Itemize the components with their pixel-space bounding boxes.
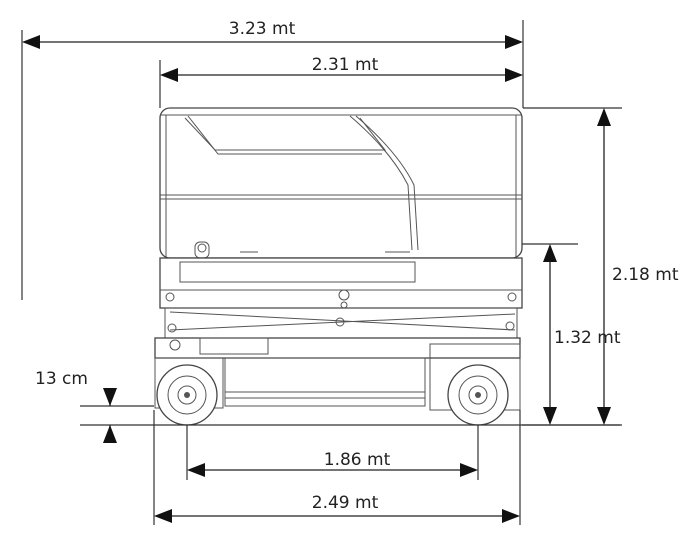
label-height-max: 2.18 mt bbox=[612, 265, 679, 285]
platform-deck bbox=[159, 257, 523, 309]
dimension-chassis-length: 2.49 mt bbox=[154, 493, 520, 523]
label-chassis-length: 2.49 mt bbox=[312, 493, 379, 513]
scissor-lift-drawing bbox=[80, 107, 620, 426]
label-ground-clearance: 13 cm bbox=[35, 369, 88, 389]
dimension-wheelbase: 1.86 mt bbox=[187, 450, 478, 477]
dimension-height-max: 2.18 mt bbox=[597, 108, 679, 425]
scissor-arms bbox=[164, 307, 518, 339]
front-wheel bbox=[156, 364, 218, 426]
dimension-lines: 3.23 mt 2.31 mt 2.18 mt 1.32 mt bbox=[21, 19, 679, 525]
chassis bbox=[154, 337, 521, 411]
guardrail bbox=[159, 107, 523, 259]
dimension-platform-length: 2.31 mt bbox=[160, 55, 523, 82]
label-platform-length: 2.31 mt bbox=[312, 55, 379, 75]
rear-wheel bbox=[447, 364, 509, 426]
label-height-platform: 1.32 mt bbox=[554, 328, 621, 348]
label-wheelbase: 1.86 mt bbox=[324, 450, 391, 470]
label-overall-length: 3.23 mt bbox=[229, 19, 296, 39]
dimension-height-platform: 1.32 mt bbox=[543, 244, 621, 425]
dimension-overall-length: 3.23 mt bbox=[22, 19, 523, 49]
dimension-ground-clearance: 13 cm bbox=[35, 369, 117, 443]
